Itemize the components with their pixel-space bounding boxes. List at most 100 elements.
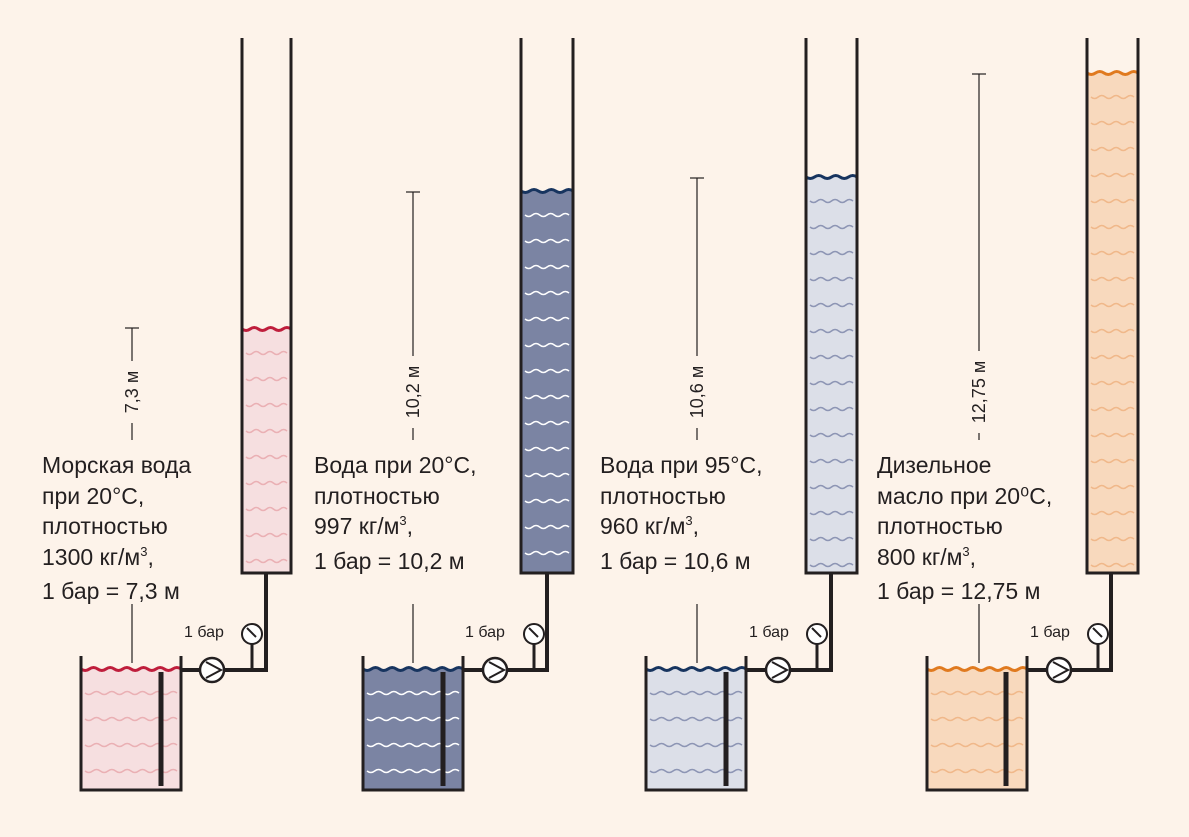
pipework <box>1027 573 1113 672</box>
caption-density: 800 кг/м <box>877 543 963 570</box>
wave-line <box>245 402 288 408</box>
wave-line <box>1090 94 1135 100</box>
superscript: 3 <box>140 543 148 559</box>
caption-line: плотностью <box>600 482 726 509</box>
liquid-surface <box>362 666 464 672</box>
wave-line <box>245 506 288 512</box>
wave-line <box>809 458 854 464</box>
wave-line <box>245 376 288 382</box>
wave-line <box>524 212 570 218</box>
wave-line <box>1090 250 1135 256</box>
tank-liquid <box>80 666 182 790</box>
wave-line <box>245 350 288 356</box>
liquid-surface <box>645 666 747 672</box>
tube-liquid <box>520 188 574 573</box>
wave-line <box>524 394 570 400</box>
caption-line: 1 бар = 7,3 м <box>42 578 180 604</box>
column-water-95c: 1 бар 10,6 м <box>644 38 859 792</box>
gauge-needle <box>1092 627 1103 638</box>
wave-line <box>809 250 854 256</box>
wave-line <box>524 264 570 270</box>
pump-icon <box>1045 656 1073 684</box>
wave-line <box>809 354 854 360</box>
wave-line <box>245 454 288 460</box>
pump-body <box>1045 656 1073 684</box>
superscript: 3 <box>962 543 970 559</box>
wave-line <box>1090 562 1135 568</box>
discharge-pipe <box>224 573 268 672</box>
liquid-surface <box>1086 70 1139 76</box>
height-label: 12,75 м <box>969 361 989 423</box>
wave-line <box>245 532 288 538</box>
wave-line <box>1090 276 1135 282</box>
pipework <box>181 573 268 672</box>
wave-line <box>809 510 854 516</box>
pressure-label: 1 бар <box>749 624 789 641</box>
tank-outline <box>79 656 183 792</box>
wave-line <box>1090 224 1135 230</box>
height-dimension <box>968 73 990 663</box>
caption-diesel-oil: Дизельное масло при 20⁰С, плотностью 800… <box>877 450 1052 607</box>
label-gap <box>402 356 424 428</box>
wave-line <box>809 432 854 438</box>
gauge-needle <box>246 627 257 638</box>
pump-arrow <box>1052 661 1071 679</box>
tank-liquid <box>926 666 1028 790</box>
wave-line <box>1090 432 1135 438</box>
wave-line <box>1090 354 1135 360</box>
column-seawater: 1 бар 7,3 м <box>79 38 293 792</box>
wave-line <box>809 484 854 490</box>
liquid-surface <box>520 188 574 194</box>
wave-line <box>809 302 854 308</box>
tank-walls <box>925 656 1029 792</box>
pressure-label: 1 бар <box>184 624 224 641</box>
wave-line <box>1090 120 1135 126</box>
pump-body <box>481 656 509 684</box>
wave-line <box>809 276 854 282</box>
caption-line: 800 кг/м3, <box>877 543 977 570</box>
wave-line <box>524 290 570 296</box>
pump-arrow <box>205 661 224 679</box>
pipework <box>746 573 833 672</box>
wave-line <box>1090 302 1135 308</box>
column-water-20c: 1 бар 10,2 м <box>361 38 575 792</box>
caption-line: Вода при 95°С, <box>600 452 763 478</box>
liquid-fill <box>521 191 573 573</box>
wave-line <box>1090 198 1135 204</box>
pump-icon <box>764 656 792 684</box>
tank-liquid <box>645 666 747 790</box>
wave-line <box>1090 510 1135 516</box>
pump-icon <box>481 656 509 684</box>
gauge-needle <box>811 627 822 638</box>
wave-line <box>809 328 854 334</box>
wave-line <box>524 524 570 530</box>
height-dimension <box>121 327 143 663</box>
wave-line <box>1090 536 1135 542</box>
caption-line: Вода при 20°С, <box>314 452 477 478</box>
pipework <box>463 573 549 672</box>
wave-line <box>245 480 288 486</box>
discharge-pipe <box>507 573 549 672</box>
tube-liquid <box>805 174 858 573</box>
caption-line: плотностью <box>314 482 440 509</box>
tank-outline <box>925 656 1029 792</box>
caption-density: 960 кг/м <box>600 513 686 539</box>
caption-line: 1 бар = 12,75 м <box>877 578 1041 604</box>
pressure-gauge-icon <box>1087 623 1109 645</box>
wave-line <box>1090 484 1135 490</box>
height-label: 10,6 м <box>687 366 707 418</box>
caption-line: плотностью <box>877 513 1003 539</box>
wave-line <box>1090 380 1135 386</box>
tube-liquid <box>241 326 292 573</box>
pump-icon <box>198 656 226 684</box>
tube-liquid <box>1086 70 1139 573</box>
wave-line <box>524 342 570 348</box>
wave-line <box>1090 458 1135 464</box>
wave-line <box>1090 406 1135 412</box>
wave-line <box>809 536 854 542</box>
discharge-pipe <box>1071 573 1113 672</box>
wave-line <box>245 428 288 434</box>
caption-line: 1300 кг/м3, <box>42 543 154 570</box>
tank-outline <box>644 656 748 792</box>
